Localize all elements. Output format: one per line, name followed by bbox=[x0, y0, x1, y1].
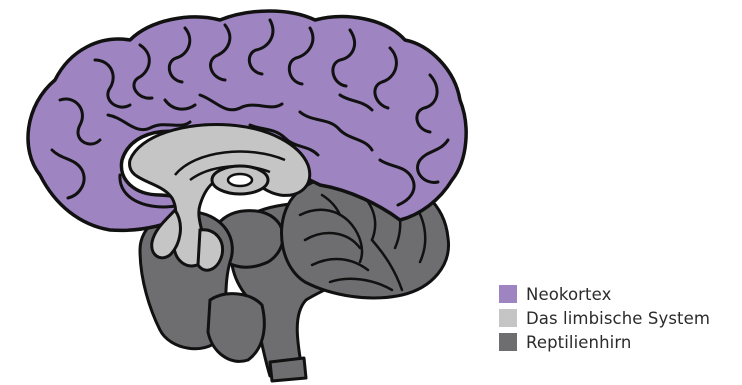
neocortex-outer bbox=[28, 11, 466, 230]
legend-swatch-neokortex bbox=[499, 285, 517, 303]
legend-label-neokortex: Neokortex bbox=[526, 285, 611, 304]
legend-item-neokortex: Neokortex bbox=[499, 283, 710, 305]
legend: Neokortex Das limbische System Reptilien… bbox=[499, 283, 710, 355]
limbic-tail bbox=[198, 230, 223, 270]
legend-label-limbisches-system: Das limbische System bbox=[526, 309, 710, 328]
legend-swatch-limbisches-system bbox=[499, 309, 517, 327]
legend-swatch-reptilienhirn bbox=[499, 333, 517, 351]
brainstem-end bbox=[270, 358, 306, 381]
thalamus-core bbox=[228, 174, 252, 186]
legend-item-limbisches-system: Das limbische System bbox=[499, 307, 710, 329]
legend-label-reptilienhirn: Reptilienhirn bbox=[526, 333, 631, 352]
neocortex-region bbox=[28, 11, 466, 230]
legend-item-reptilienhirn: Reptilienhirn bbox=[499, 331, 710, 353]
lower-brainstem bbox=[208, 294, 264, 362]
